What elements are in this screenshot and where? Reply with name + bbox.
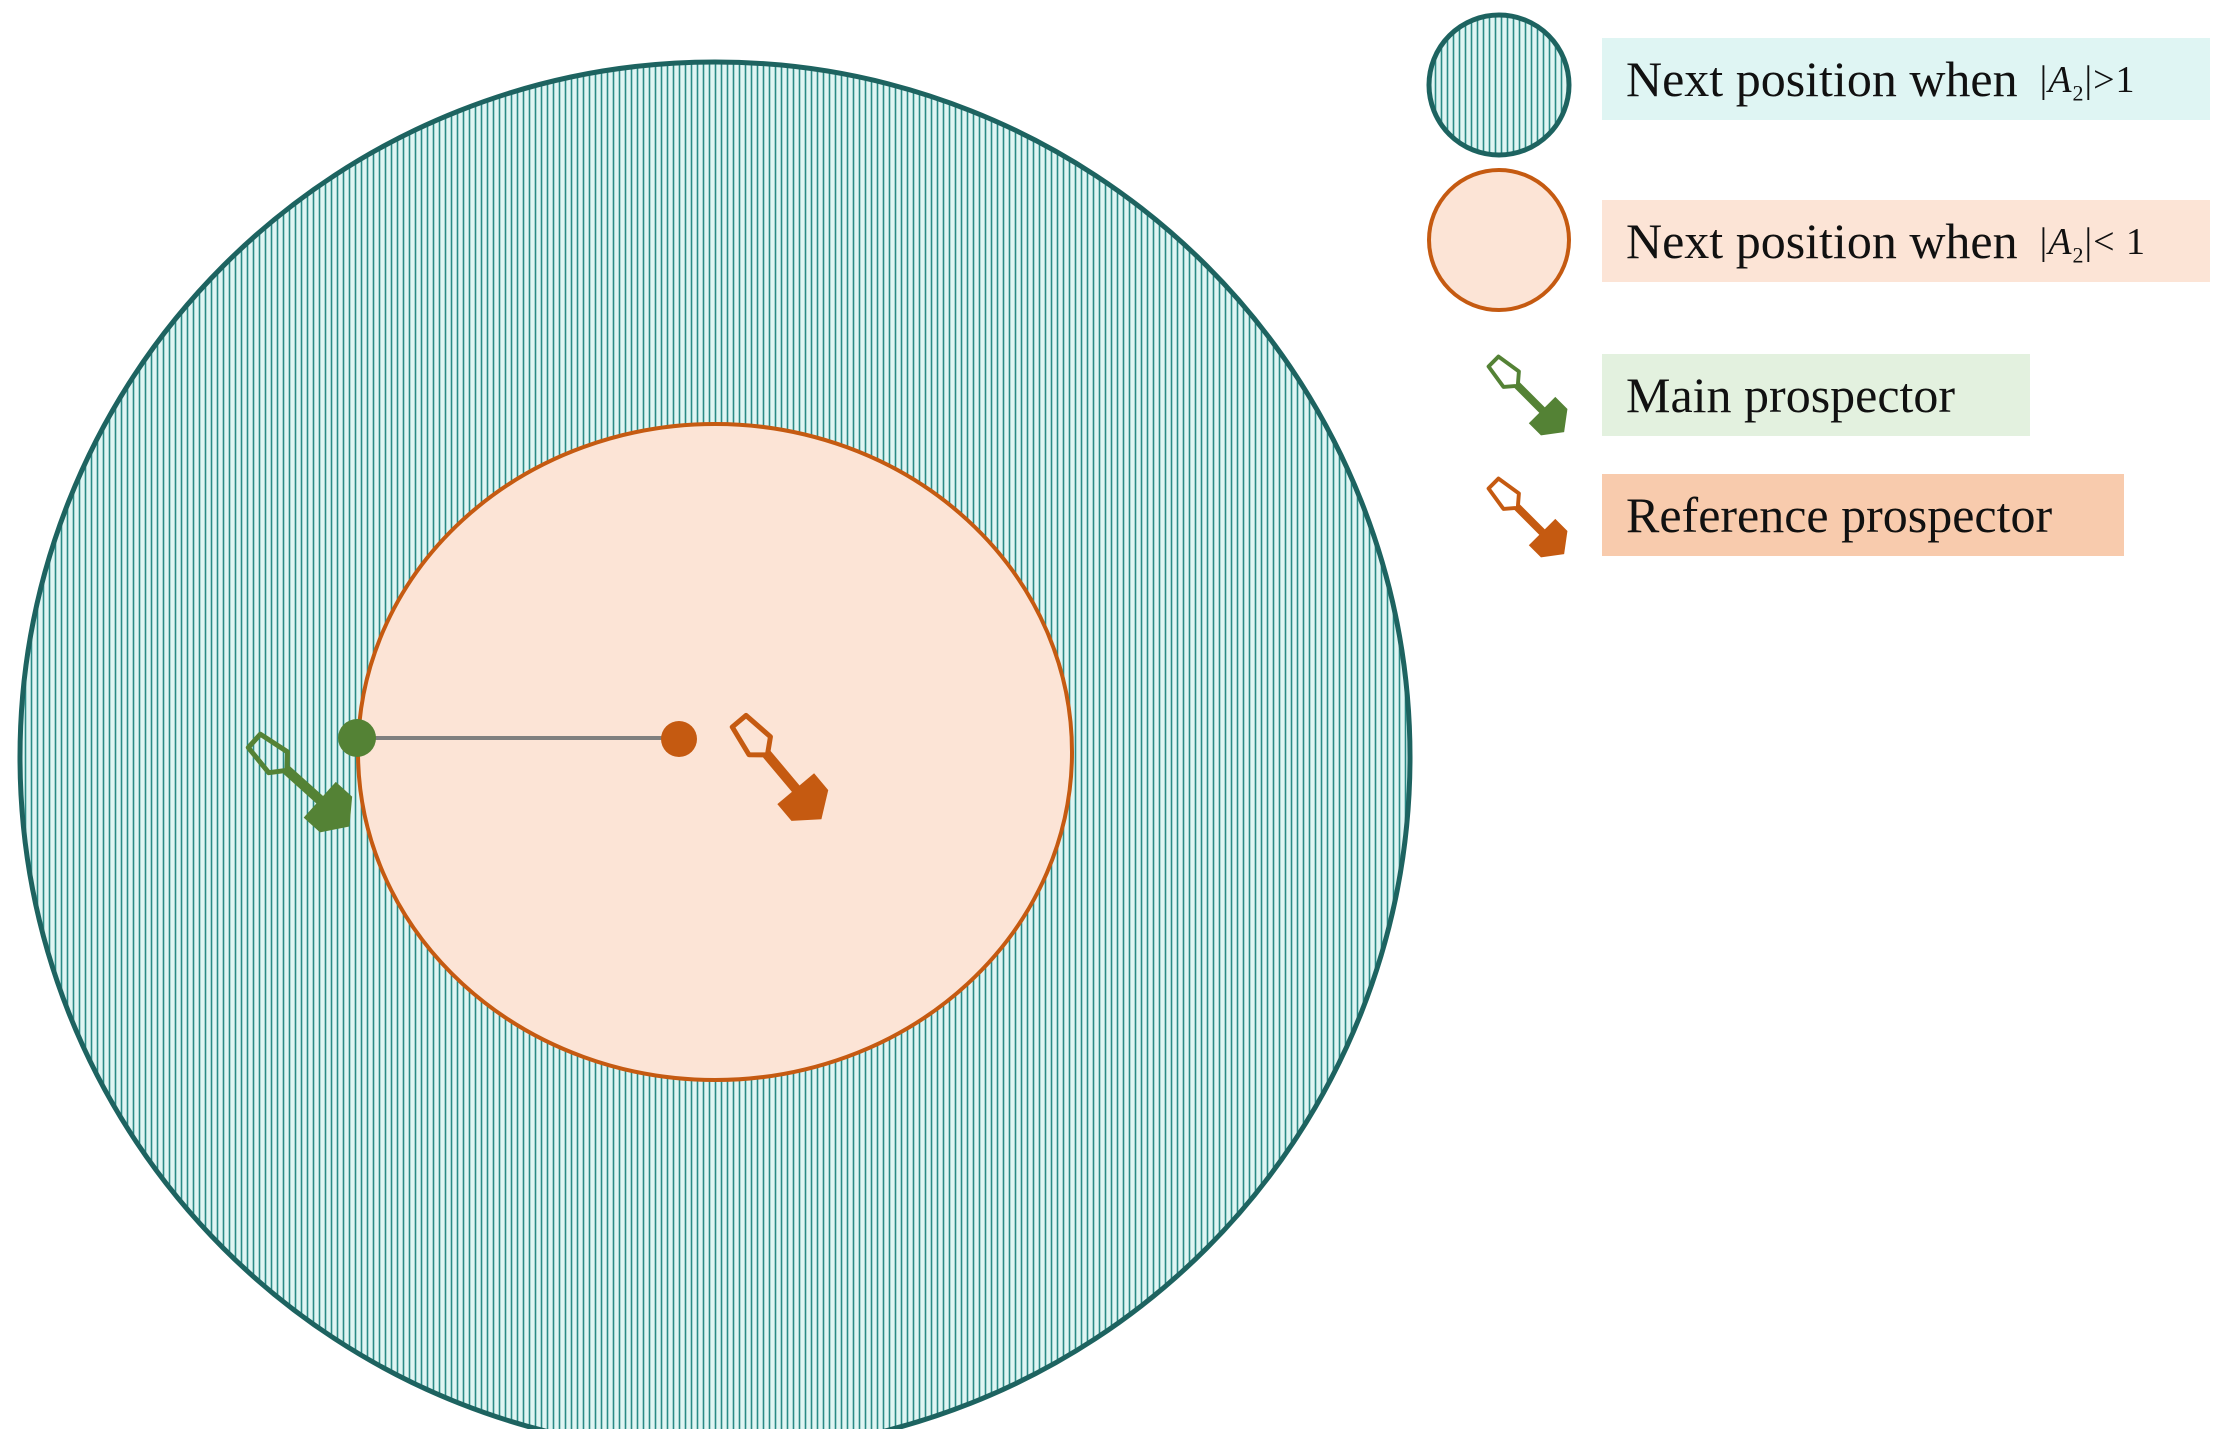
legend-main-prospector-text: Main prospector: [1626, 367, 1956, 423]
legend-reference-shovel-icon: [1478, 468, 1580, 570]
legend-inner-label: Next position when |A2|< 1: [1602, 200, 2210, 282]
legend-reference-prospector-text: Reference prospector: [1626, 487, 2053, 543]
legend-inner-math: |A2|< 1: [2039, 221, 2147, 268]
legend-main-shovel-icon: [1478, 346, 1580, 448]
legend-main-prospector-label: Main prospector: [1602, 354, 2030, 436]
main-prospector-point: [338, 719, 376, 757]
legend-outer-label: Next position when |A2|>1: [1602, 38, 2210, 120]
reference-prospector-point: [661, 721, 697, 757]
legend-outer-text: Next position when: [1626, 51, 2018, 107]
legend-outer-math: |A2|>1: [2039, 59, 2136, 106]
legend-inner-swatch: [1427, 168, 1571, 312]
legend-inner-text: Next position when: [1626, 213, 2018, 269]
inner-region-ellipse: [356, 422, 1074, 1082]
legend-outer-swatch: [1426, 12, 1572, 158]
legend-reference-prospector-label: Reference prospector: [1602, 474, 2124, 556]
